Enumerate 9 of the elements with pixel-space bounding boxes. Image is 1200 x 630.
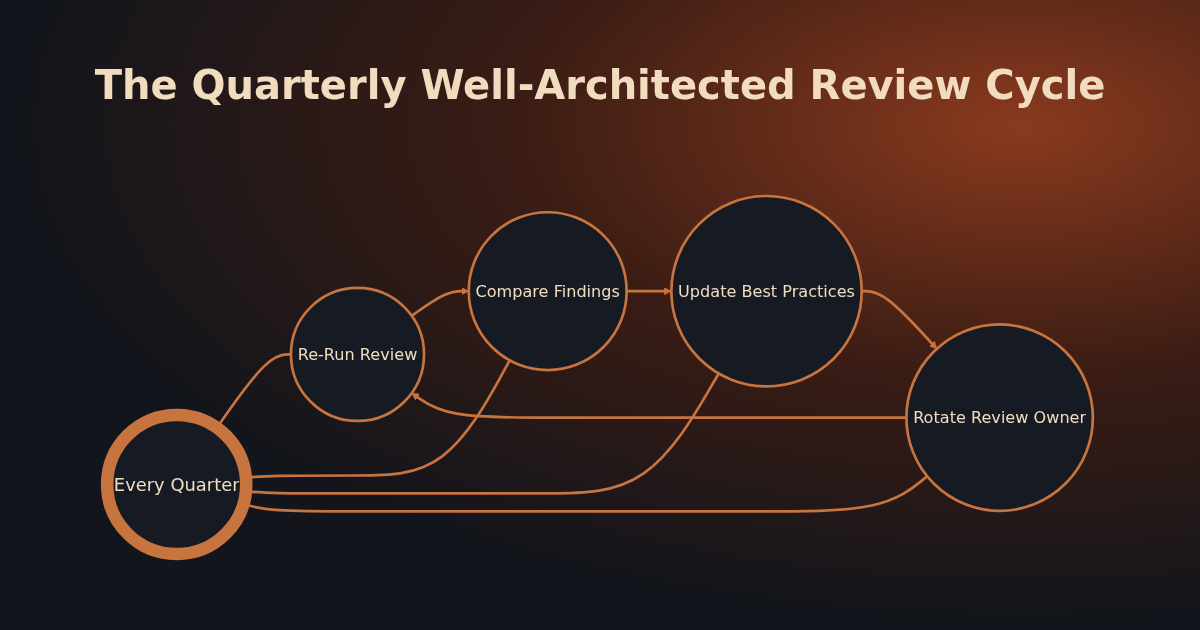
node-circle: Re-Run Review [289,286,426,423]
node-circle: Update Best Practices [670,194,864,388]
arrow [861,289,938,350]
node-circle: Rotate Review Owner [905,323,1095,513]
title: The Quarterly Well-Architected Review Cycle [93,62,1107,108]
node-circle: Compare Findings [467,210,628,372]
arrow [626,287,672,296]
node-circle: Every Quarter [100,408,253,561]
arrow [411,392,907,419]
